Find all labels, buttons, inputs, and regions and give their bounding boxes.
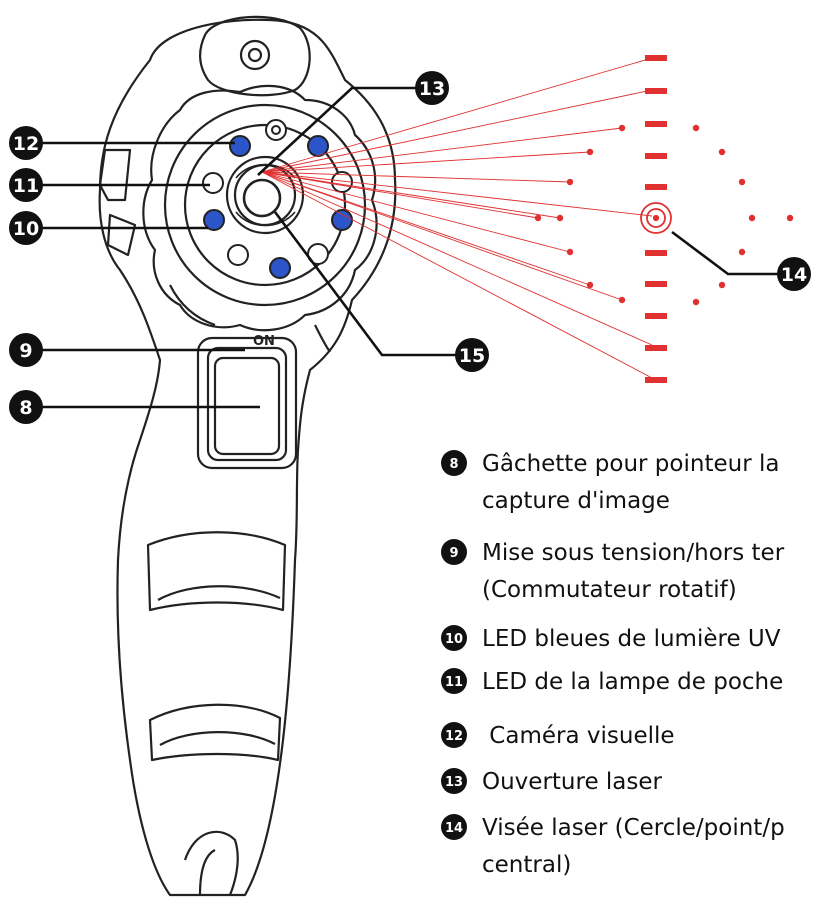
svg-text:11: 11 — [13, 175, 39, 197]
legend-item-13: 13 Ouverture laser — [441, 768, 663, 795]
laser-dot — [618, 296, 626, 304]
laser-dash — [645, 88, 667, 94]
svg-text:13: 13 — [419, 78, 445, 100]
laser-dot — [786, 214, 794, 222]
svg-text:14: 14 — [445, 821, 463, 836]
laser-dash — [645, 153, 667, 159]
side-ridge-2 — [106, 213, 137, 257]
legend: 8 Gâchette pour pointeur la capture d'im… — [441, 450, 785, 878]
laser-dot — [718, 281, 726, 289]
svg-text:Caméra visuelle: Caméra visuelle — [482, 723, 675, 749]
legend-item-10: 10 LED bleues de lumière UV — [441, 625, 781, 652]
laser-dot — [534, 214, 542, 222]
uv-led — [269, 257, 291, 279]
laser-dot — [618, 124, 626, 132]
laser-pattern — [534, 55, 794, 383]
flashlight-led — [202, 172, 224, 194]
svg-text:12: 12 — [13, 133, 39, 155]
laser-dash — [645, 55, 667, 61]
svg-text:10: 10 — [445, 632, 463, 647]
laser-dot — [566, 178, 574, 186]
top-lobe — [199, 15, 311, 97]
bottom-cap — [183, 830, 239, 896]
callout-12: 12 — [9, 126, 43, 160]
ir-lens — [242, 178, 282, 218]
legend-item-9: 9 Mise sous tension/hors ter (Commutateu… — [441, 539, 785, 603]
laser-dash — [645, 313, 667, 319]
laser-dot — [738, 248, 746, 256]
legend-item-8: 8 Gâchette pour pointeur la capture d'im… — [441, 450, 779, 514]
laser-dot — [748, 214, 756, 222]
flashlight-led — [227, 244, 249, 266]
svg-text:central): central) — [482, 852, 571, 878]
svg-text:(Commutateur rotatif): (Commutateur rotatif) — [482, 577, 737, 603]
laser-dot — [586, 148, 594, 156]
laser-dash — [645, 184, 667, 190]
side-ridge — [98, 148, 132, 202]
svg-text:9: 9 — [19, 340, 32, 362]
uv-led — [229, 135, 251, 157]
callout-10: 10 — [9, 211, 43, 245]
callout-15: 15 — [455, 338, 489, 372]
laser-dash — [645, 377, 667, 383]
face-ring-inner — [183, 123, 347, 287]
laser-beams — [261, 57, 653, 379]
laser-dot — [566, 248, 574, 256]
svg-text:8: 8 — [19, 397, 32, 419]
trigger-button — [196, 336, 298, 470]
device-body — [98, 15, 397, 897]
leader-lines — [42, 86, 778, 409]
device-outline — [98, 18, 397, 897]
switch-on-label: ON — [253, 334, 275, 349]
laser-target — [640, 202, 672, 234]
svg-text:Visée laser (Cercle/point/p: Visée laser (Cercle/point/p — [482, 815, 785, 841]
callout-13: 13 — [415, 71, 449, 105]
laser-dot — [692, 298, 700, 306]
grip-insert-bottom — [148, 703, 282, 762]
callout-8: 8 — [9, 390, 43, 424]
svg-text:LED bleues de lumière UV: LED bleues de lumière UV — [482, 626, 781, 652]
svg-text:capture d'image: capture d'image — [482, 488, 670, 514]
svg-text:Mise sous tension/hors ter: Mise sous tension/hors ter — [482, 540, 785, 566]
svg-text:Gâchette pour pointeur la: Gâchette pour pointeur la — [482, 451, 779, 477]
svg-text:12: 12 — [445, 729, 463, 744]
grip-insert-top — [146, 531, 287, 612]
rotary-housing — [142, 84, 378, 332]
legend-item-14: 14 Visée laser (Cercle/point/p central) — [441, 814, 785, 878]
svg-text:13: 13 — [445, 775, 463, 790]
svg-text:LED de la lampe de poche: LED de la lampe de poche — [482, 669, 783, 695]
laser-dash — [645, 250, 667, 256]
svg-text:14: 14 — [781, 264, 807, 286]
laser-dot — [556, 214, 564, 222]
legend-item-12: 12 Caméra visuelle — [441, 722, 675, 749]
svg-text:10: 10 — [13, 218, 39, 240]
lens-outer — [225, 155, 305, 235]
svg-text:9: 9 — [449, 546, 458, 561]
legend-item-11: 11 LED de la lampe de poche — [441, 668, 783, 695]
uv-led — [203, 209, 225, 231]
face-ring-outer — [163, 103, 367, 307]
callout-11: 11 — [9, 168, 43, 202]
uv-led — [331, 209, 353, 231]
lanyard-eyelet — [239, 39, 271, 71]
laser-dash — [645, 121, 667, 127]
laser-dot — [718, 148, 726, 156]
laser-dash — [645, 281, 667, 287]
svg-text:8: 8 — [449, 457, 458, 472]
svg-text:Ouverture laser: Ouverture laser — [482, 769, 663, 795]
laser-dot — [586, 281, 594, 289]
laser-dot — [692, 124, 700, 132]
svg-text:11: 11 — [445, 675, 463, 690]
svg-text:15: 15 — [459, 345, 485, 367]
callout-9: 9 — [9, 333, 43, 367]
laser-dot — [738, 178, 746, 186]
laser-dash — [645, 345, 667, 351]
uv-led — [307, 135, 329, 157]
callout-14: 14 — [777, 257, 811, 291]
